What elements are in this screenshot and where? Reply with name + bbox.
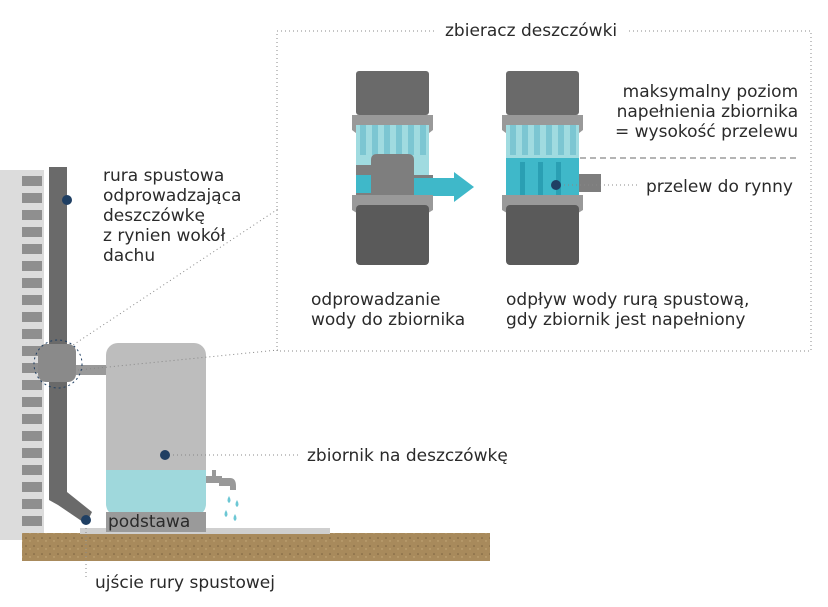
wall-brick <box>22 448 42 458</box>
wall-brick <box>22 431 42 441</box>
overflow-label: przelew do rynny <box>646 177 793 197</box>
downpipe-label: rura spustowa odprowadzająca deszczówkę … <box>103 166 242 266</box>
outlet-label: ujście rury spustowej <box>95 573 275 593</box>
max-level-label: maksymalny poziom napełnienia zbiornika … <box>615 82 799 142</box>
inset-frame <box>276 30 812 352</box>
wall-brick <box>22 414 42 424</box>
wall-brick <box>22 516 42 526</box>
outflow-full-label: odpływ wody rurą spustową, gdy zbiornik … <box>506 290 750 330</box>
wall-brick <box>22 482 42 492</box>
water-drops-icon <box>224 496 239 521</box>
inset-title: zbieracz deszczówki <box>435 21 628 41</box>
inset-connector-1 <box>69 208 279 348</box>
collector-highlight <box>33 339 83 389</box>
downpipe-marker <box>62 195 72 205</box>
base-label: podstawa <box>108 512 191 532</box>
wall-brick <box>22 329 42 339</box>
outlet-marker <box>81 515 91 525</box>
wall-brick <box>22 193 42 203</box>
wall-brick <box>22 363 42 373</box>
downpipe <box>38 167 108 524</box>
wall-brick <box>22 244 42 254</box>
wall-brick <box>22 227 42 237</box>
wall-brick <box>22 312 42 322</box>
wall-brick <box>22 465 42 475</box>
wall-brick <box>22 261 42 271</box>
tank <box>106 343 206 532</box>
flow-arrow-icon <box>454 172 474 202</box>
wall-brick <box>22 499 42 509</box>
wall-bricks <box>22 176 42 526</box>
collector-full <box>502 71 601 265</box>
tank-label: zbiornik na deszczówkę <box>307 446 508 466</box>
wall-brick <box>22 278 42 288</box>
collector-normal <box>352 71 474 265</box>
wall-brick <box>22 380 42 390</box>
tank-base <box>106 512 206 532</box>
wall <box>0 170 44 540</box>
tap-icon <box>206 470 236 490</box>
drain-to-tank-label: odprowadzanie wody do zbiornika <box>311 290 466 330</box>
overflow-marker <box>551 180 561 190</box>
tank-marker <box>160 450 170 460</box>
wall-brick <box>22 295 42 305</box>
inset-connector-2 <box>77 349 279 371</box>
wall-brick <box>22 346 42 356</box>
wall-brick <box>22 397 42 407</box>
wall-brick <box>22 210 42 220</box>
ground <box>22 533 490 561</box>
wall-brick <box>22 176 42 186</box>
